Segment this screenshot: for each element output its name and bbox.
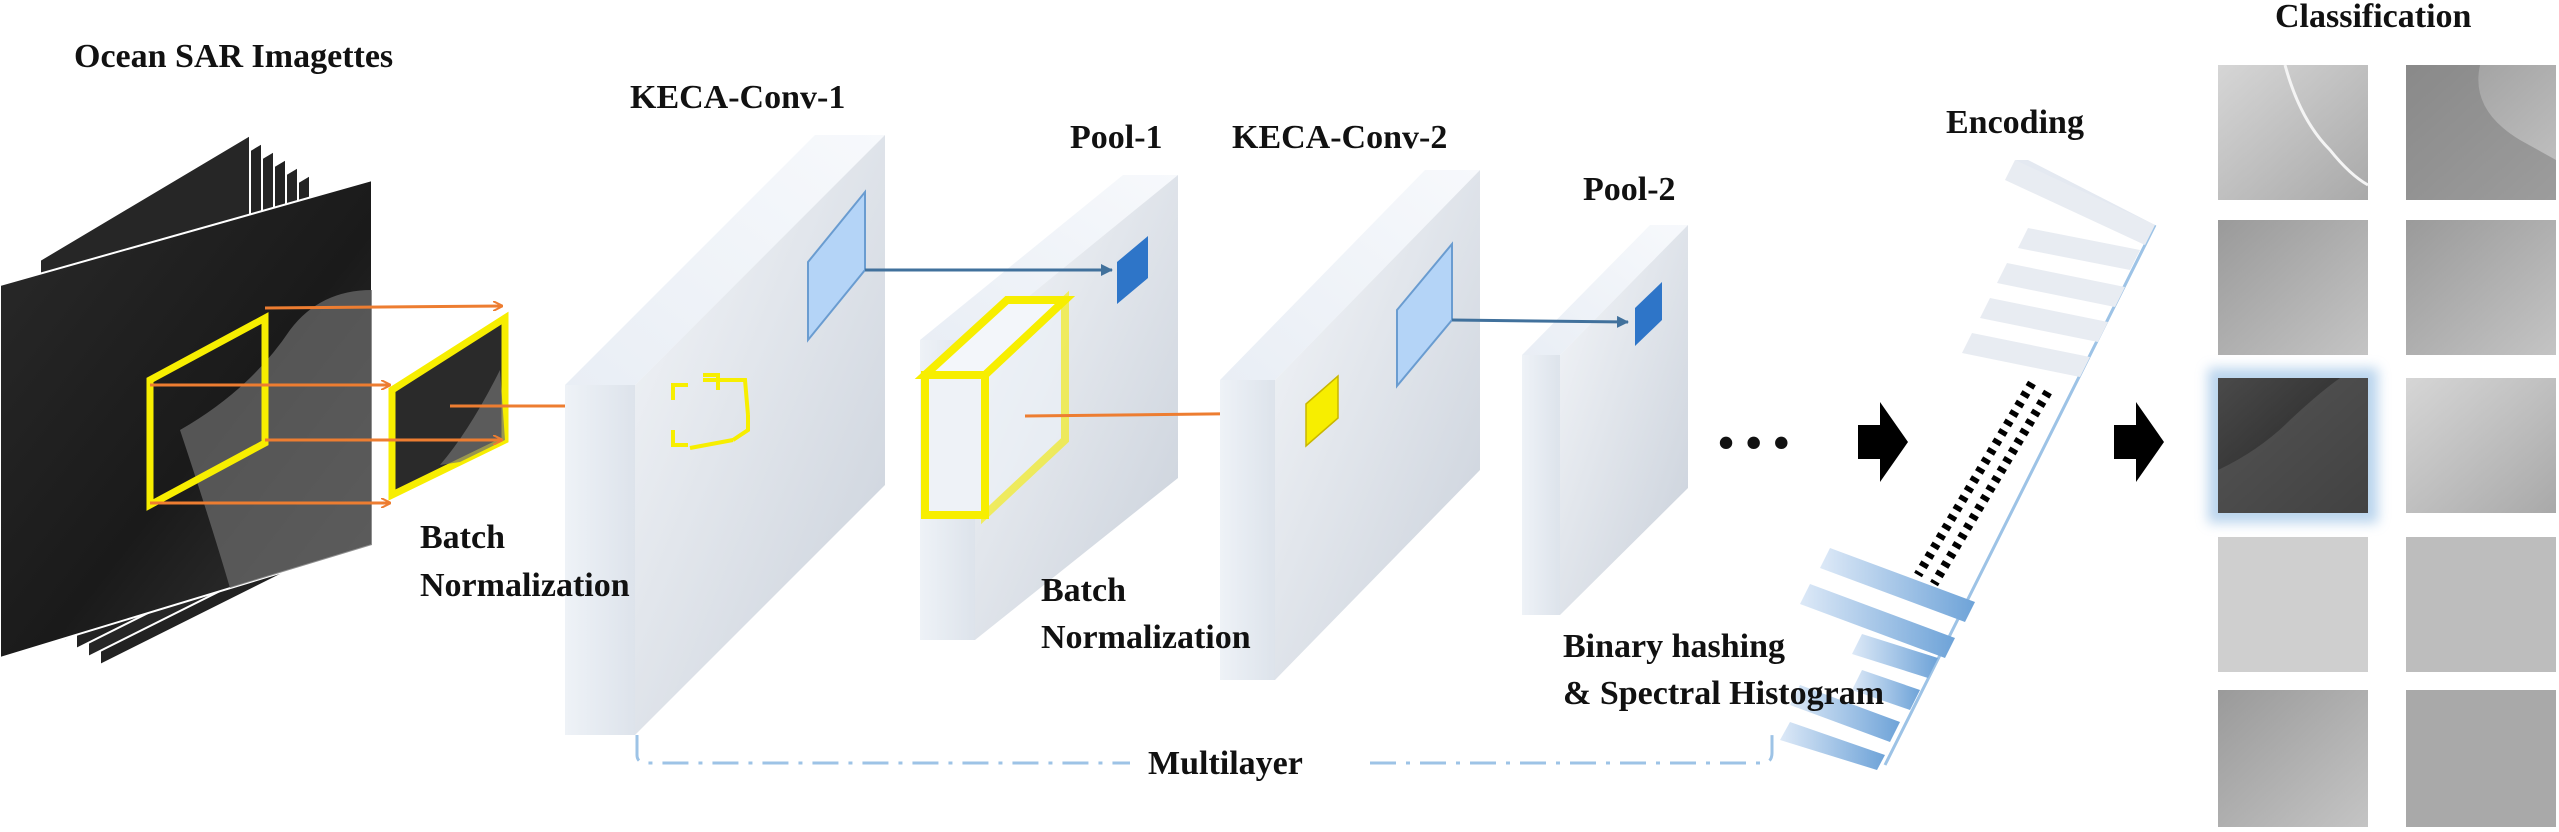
projection-arrows <box>150 306 630 503</box>
binary-hashing-line1: Binary hashing <box>1563 628 1785 665</box>
batch-norm-1-line2: Normalization <box>420 567 630 604</box>
conv1-label: KECA-Conv-1 <box>630 79 845 116</box>
classification-grid <box>2208 64 2556 827</box>
pool1-label: Pool-1 <box>1070 119 1163 156</box>
batch-norm-1-line1: Batch <box>420 519 505 556</box>
flow-arrow-2 <box>2114 402 2164 482</box>
keca-conv-1-layer <box>565 135 885 735</box>
class-thumb-r1c1 <box>2218 65 2368 200</box>
class-thumb-r2c1 <box>2218 220 2368 355</box>
pool2-patch <box>1635 282 1662 346</box>
pool1-patch <box>1117 236 1148 304</box>
arrow-conv2-to-pool2 <box>1451 315 1629 328</box>
pool1-selection-cube <box>914 290 1076 525</box>
encoding-label: Encoding <box>1946 104 2084 141</box>
ellipsis-text: • • • <box>1718 417 1789 468</box>
encoding-block <box>1780 160 2157 770</box>
class-thumb-r4c1 <box>2218 537 2368 672</box>
class-thumb-r5c2 <box>2406 690 2556 827</box>
multilayer-label: Multilayer <box>1148 745 1303 782</box>
conv2-yellow-patch <box>1305 374 1339 448</box>
conv1-target-marker <box>671 373 750 450</box>
pool-2-layer <box>1522 225 1688 615</box>
sar-selection-box <box>146 312 269 511</box>
multilayer-bracket <box>635 730 1774 765</box>
conv2-label: KECA-Conv-2 <box>1232 119 1447 156</box>
binary-hashing-line2: & Spectral Histogram <box>1563 675 1884 712</box>
batch-norm-2-line1: Batch <box>1041 572 1126 609</box>
batch-norm-2-line2: Normalization <box>1041 619 1251 656</box>
classification-label: Classification <box>2275 0 2472 35</box>
class-thumb-r3c2 <box>2406 378 2556 513</box>
pool2-label: Pool-2 <box>1583 171 1676 208</box>
sar-imagette-stack <box>0 133 373 667</box>
class-thumb-r4c2 <box>2406 537 2556 672</box>
class-thumb-r2c2 <box>2406 220 2556 355</box>
input-title: Ocean SAR Imagettes <box>74 38 393 75</box>
keca-conv-2-layer <box>1220 170 1480 680</box>
class-thumb-r5c1 <box>2218 690 2368 827</box>
flow-arrow-1 <box>1858 402 1908 482</box>
